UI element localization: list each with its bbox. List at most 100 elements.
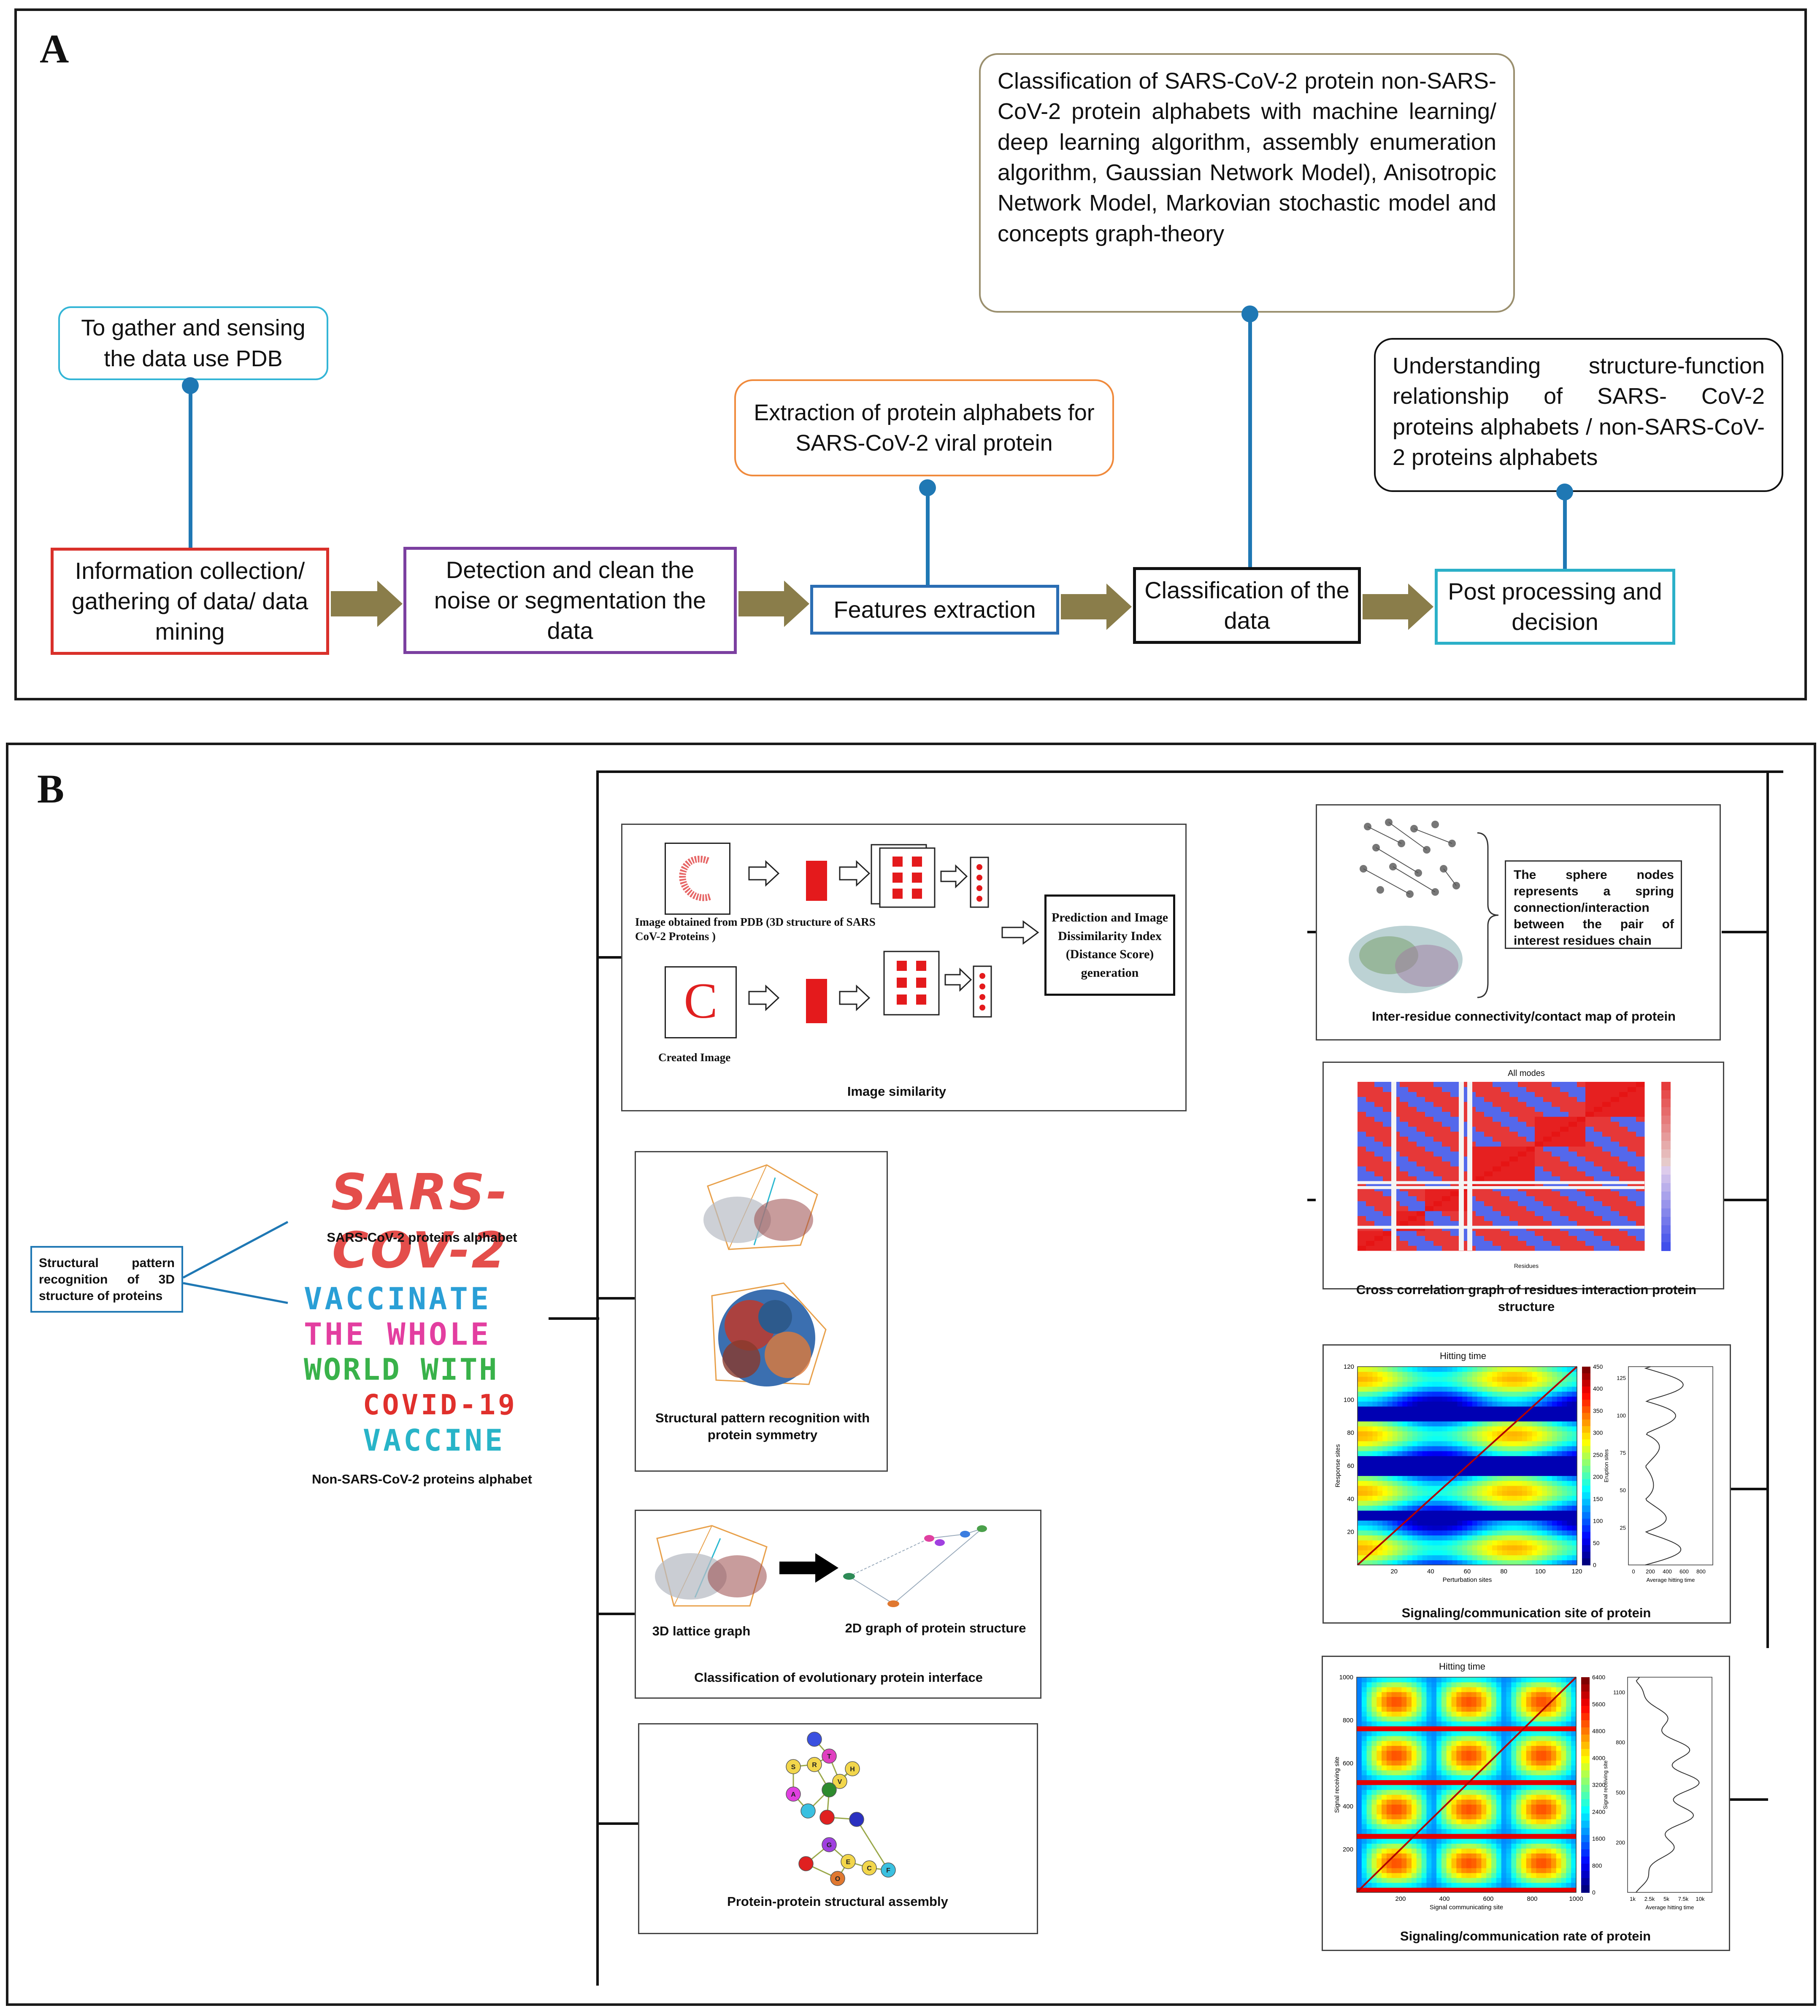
svg-text:75: 75 (1620, 1450, 1626, 1456)
assembly-node-label: C (867, 1865, 872, 1872)
bracket-top-line (598, 770, 1783, 773)
panel-b: B Structural pattern recognition of 3D s… (6, 743, 1816, 2006)
gather-dot (182, 377, 199, 394)
assembly-node (881, 1862, 896, 1878)
assembly-node (800, 1803, 816, 1819)
understanding-callout: Understanding structure-function relatio… (1374, 338, 1783, 492)
svg-text:Response sites: Response sites (1334, 1444, 1341, 1488)
understanding-stem (1563, 494, 1567, 576)
assembly-node (822, 1837, 837, 1852)
symmetry-caption: Structural pattern recognition with prot… (655, 1411, 870, 1443)
flow-arrow-3 (1061, 584, 1132, 630)
classification-callout: Classification of SARS-CoV-2 protein non… (979, 53, 1515, 313)
assembly-node (832, 1774, 847, 1789)
svg-text:100: 100 (1617, 1412, 1626, 1419)
tick-contact (1722, 931, 1768, 933)
svg-text:400: 400 (1663, 1568, 1672, 1575)
svg-text:120: 120 (1344, 1363, 1354, 1370)
tick-right-2 (1307, 1199, 1316, 1201)
cross-corr-xlabel: Residues (1514, 1262, 1539, 1269)
svg-text:400: 400 (1593, 1385, 1603, 1392)
svg-text:100: 100 (1344, 1396, 1354, 1403)
feature-grid-top (879, 847, 989, 908)
svg-text:100: 100 (1535, 1568, 1546, 1575)
assembly-node (807, 1732, 822, 1747)
svg-text:40: 40 (1427, 1568, 1434, 1575)
contact-caption: Inter-residue connectivity/contact map o… (1371, 1009, 1676, 1024)
non-sars-line: WORLD WITH (304, 1352, 499, 1387)
flow-arrow-2 (738, 581, 809, 627)
non-sars-line: VACCINE (363, 1423, 506, 1458)
curly-brace (1477, 832, 1499, 998)
surface-protein-image (711, 1282, 827, 1386)
root-structural-pattern-box: Structural pattern recognition of 3D str… (30, 1246, 183, 1313)
lattice-3d-label: 3D lattice graph (652, 1624, 751, 1638)
svg-text:450: 450 (1593, 1363, 1603, 1370)
svg-text:250: 250 (1593, 1451, 1603, 1458)
signal-site-caption: Signaling/communication site of protein (1401, 1605, 1651, 1620)
assembly-node (845, 1761, 860, 1776)
tick-assembly (598, 1822, 640, 1825)
black-arrow (779, 1553, 838, 1583)
pipeline-bottom (748, 979, 871, 1023)
assembly-node (849, 1812, 864, 1827)
graph-2d-label: 2D graph of protein structure (845, 1621, 1026, 1635)
panel-a: A To gather and sensing the data use PDB… (14, 8, 1807, 700)
svg-text:60: 60 (1464, 1568, 1471, 1575)
svg-text:20: 20 (1390, 1568, 1398, 1575)
evolutionary-caption: Classification of evolutionary protein i… (694, 1670, 983, 1685)
signal-site-title: Hitting time (1439, 1351, 1487, 1361)
assembly-node-label: G (827, 1842, 832, 1849)
assembly-node-label: R (812, 1762, 817, 1769)
cross-corr-heatmap (1358, 1082, 1671, 1251)
svg-text:Average hitting time: Average hitting time (1647, 1577, 1695, 1583)
understanding-dot (1556, 484, 1573, 500)
assembly-node-label: H (850, 1766, 855, 1773)
signal-rate-title: Hitting time (1439, 1661, 1486, 1672)
prediction-box: Prediction and Image Dissimilarity Index… (1044, 894, 1175, 996)
lattice-protein-image (703, 1164, 818, 1250)
tick-evolutionary (598, 1613, 640, 1615)
tick-crosscorr (1722, 1199, 1768, 1201)
svg-text:125: 125 (1617, 1375, 1626, 1381)
flow-arrow-1 (331, 581, 403, 627)
svg-text:350: 350 (1593, 1407, 1603, 1414)
svg-text:200: 200 (1646, 1568, 1655, 1575)
feature-grid-bottom (883, 951, 992, 1018)
symmetry-figure: Structural pattern recognition with prot… (635, 1151, 888, 1472)
non-sars-line: THE WHOLE (304, 1316, 492, 1352)
gather-stem (189, 382, 192, 557)
non-sars-alphabet-art: VACCINATE THE WHOLE WORLD WITH COVID-19 … (304, 1281, 557, 1458)
pdb-image-label: Image obtained from PDB (3D structure of… (635, 916, 876, 943)
tick-symmetry (598, 1297, 640, 1300)
created-letter: C (684, 973, 718, 1029)
contact-map-figure: The sphere nodes represents a spring con… (1316, 804, 1721, 1040)
panel-b-letter: B (37, 766, 65, 811)
step-features-extraction: Features extraction (810, 585, 1059, 635)
assembly-node-label: E (846, 1859, 851, 1866)
assembly-node (807, 1757, 822, 1772)
assembly-node (862, 1860, 877, 1875)
cross-corr-title: All modes (1508, 1069, 1545, 1078)
svg-text:300: 300 (1593, 1430, 1603, 1436)
tick-image-similarity (598, 956, 627, 959)
non-sars-line: COVID-19 (363, 1389, 517, 1421)
created-image-label: Created Image (658, 1051, 731, 1064)
image-similarity-caption: Image similarity (847, 1084, 947, 1099)
svg-text:Eruption sites: Eruption sites (1603, 1449, 1609, 1482)
assembly-caption: Protein-protein structural assembly (727, 1894, 948, 1909)
assembly-node-label: S (791, 1764, 796, 1771)
tick-right-1 (1307, 931, 1316, 933)
svg-text:40: 40 (1347, 1495, 1354, 1503)
svg-text:0: 0 (1593, 1562, 1596, 1568)
svg-text:80: 80 (1347, 1430, 1354, 1437)
cross-correlation-figure: All modes Residues Cross correlation gra… (1322, 1062, 1724, 1314)
extraction-stem (926, 490, 930, 591)
lattice-3d-image (655, 1525, 768, 1607)
sars-alphabet-caption: SARS-CoV-2 proteins alphabet (327, 1230, 517, 1245)
image-similarity-figure: Image obtained from PDB (3D structure of… (621, 824, 1187, 1111)
